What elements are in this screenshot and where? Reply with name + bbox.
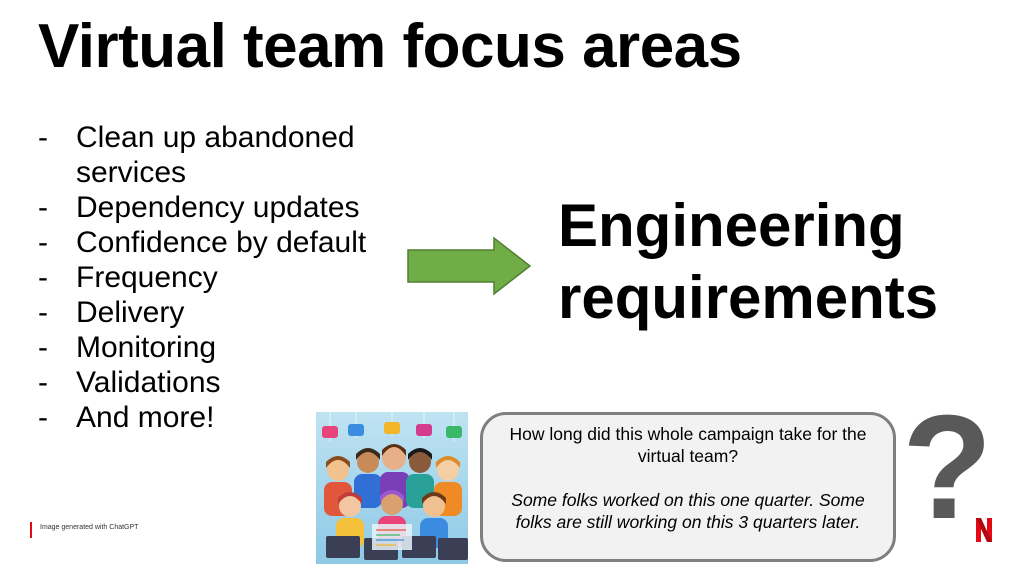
bullet-marker: - bbox=[38, 121, 48, 154]
bullet-marker: - bbox=[38, 226, 48, 259]
outcome-heading: Engineering requirements bbox=[558, 190, 938, 334]
bullet-marker: - bbox=[38, 366, 48, 399]
list-item: -Frequency bbox=[38, 260, 418, 295]
list-item-text: Monitoring bbox=[76, 331, 217, 364]
callout-answer: Some folks worked on this one quarter. S… bbox=[511, 490, 865, 532]
question-mark: ? bbox=[902, 385, 993, 550]
callout-box: How long did this whole campaign take fo… bbox=[480, 412, 896, 562]
bullet-marker: - bbox=[38, 401, 48, 434]
list-item-text: Delivery bbox=[76, 296, 185, 329]
list-item: -Delivery bbox=[38, 295, 418, 330]
list-item: -Clean up abandoned services bbox=[38, 120, 418, 190]
callout-question: How long did this whole campaign take fo… bbox=[509, 424, 867, 466]
list-item: -Monitoring bbox=[38, 330, 418, 365]
bullet-marker: - bbox=[38, 191, 48, 224]
footer-accent-bar bbox=[30, 522, 32, 538]
image-credit: Image generated with ChatGPT bbox=[40, 524, 139, 531]
netflix-logo-icon bbox=[976, 518, 992, 542]
list-item-text: Confidence by default bbox=[76, 226, 367, 259]
list-item-text: Validations bbox=[76, 366, 221, 399]
bullet-marker: - bbox=[38, 296, 48, 329]
list-item-text: And more! bbox=[76, 401, 215, 434]
list-item: -Validations bbox=[38, 365, 418, 400]
bullet-marker: - bbox=[38, 331, 48, 364]
list-item: -Dependency updates bbox=[38, 190, 418, 225]
list-item-text: Dependency updates bbox=[76, 191, 360, 224]
team-illustration bbox=[316, 412, 468, 564]
list-item-text: Frequency bbox=[76, 261, 218, 294]
list-item: -And more! bbox=[38, 400, 418, 435]
outcome-line-2: requirements bbox=[558, 264, 939, 331]
right-arrow-icon bbox=[407, 236, 532, 296]
focus-area-list: -Clean up abandoned services -Dependency… bbox=[38, 120, 418, 435]
slide-title: Virtual team focus areas bbox=[38, 12, 742, 81]
list-item-text: Clean up abandoned services bbox=[76, 121, 355, 189]
list-item: -Confidence by default bbox=[38, 225, 418, 260]
outcome-line-1: Engineering bbox=[558, 192, 905, 259]
bullet-marker: - bbox=[38, 261, 48, 294]
